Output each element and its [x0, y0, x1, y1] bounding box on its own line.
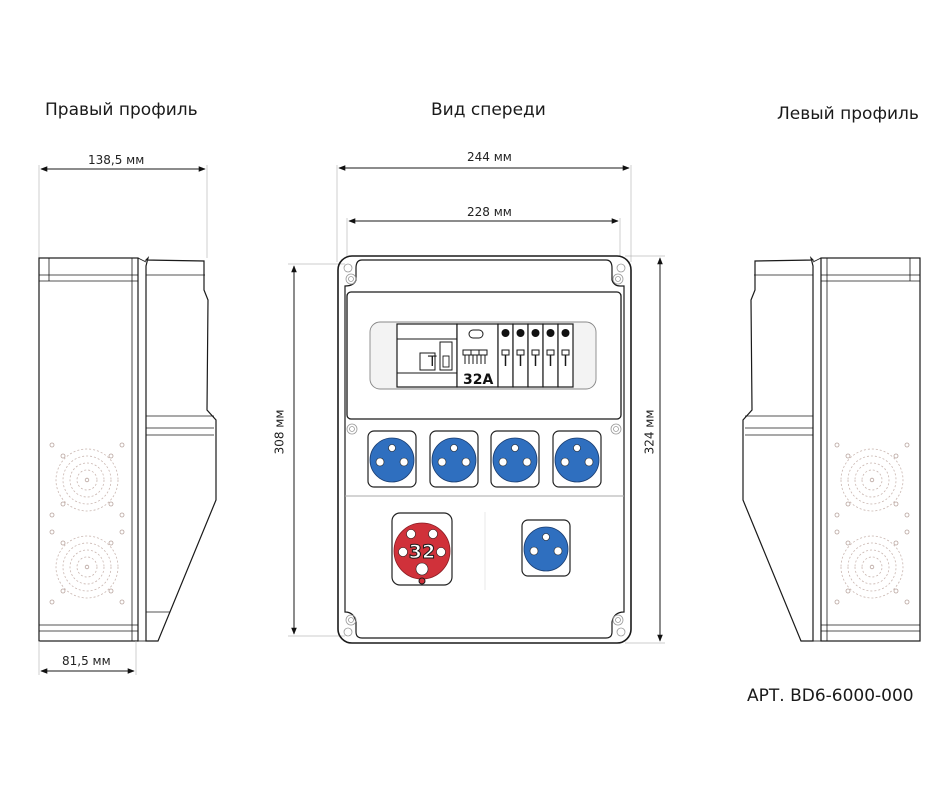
circuit-breaker	[557, 323, 574, 388]
schuko-socket	[429, 430, 479, 488]
circuit-breaker	[497, 323, 514, 388]
schuko-socket	[367, 430, 417, 488]
schuko-socket	[521, 519, 571, 577]
circuit-breaker	[512, 323, 529, 388]
schuko-socket	[552, 430, 602, 488]
dim-front-width-inner: 228 мм	[467, 205, 512, 219]
right-profile-drawing	[38, 165, 217, 675]
dim-front-width-total: 244 мм	[467, 150, 512, 164]
rcd-test-label: T	[427, 354, 437, 370]
circuit-breaker	[542, 323, 559, 388]
front-view-title: Вид спереди	[431, 100, 546, 120]
breaker-rating-label: 32A	[463, 372, 493, 388]
left-profile-title: Левый профиль	[777, 104, 919, 124]
article-number: АРТ. BD6-6000-000	[747, 686, 914, 706]
dim-side-depth-body: 81,5 мм	[62, 654, 111, 668]
front-view-drawing: 32	[288, 165, 665, 644]
industrial-socket-32a: 32	[391, 512, 453, 586]
right-profile-title: Правый профиль	[45, 100, 198, 120]
industrial-socket-label: 32	[409, 541, 435, 563]
dim-side-depth-total: 138,5 мм	[88, 153, 145, 167]
circuit-breaker	[527, 323, 544, 388]
schuko-socket	[490, 430, 540, 488]
left-profile-drawing	[742, 256, 921, 642]
